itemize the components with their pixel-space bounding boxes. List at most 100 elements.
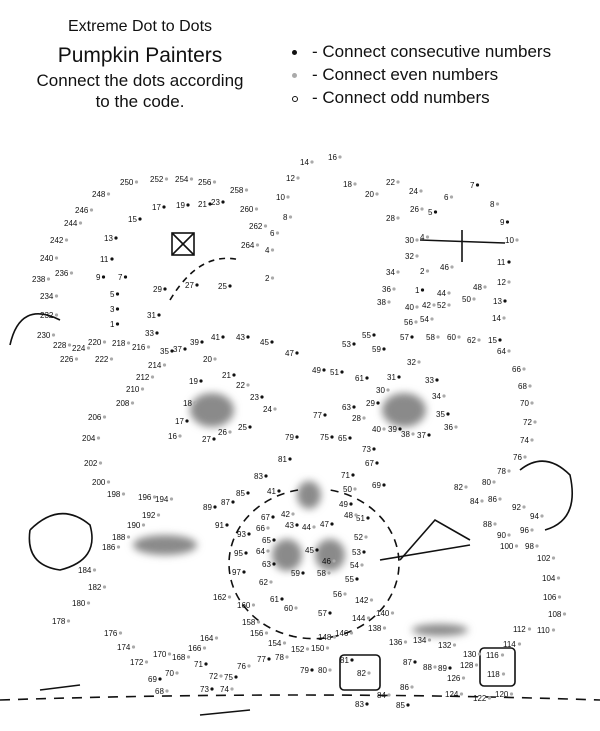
dot-21: 21 bbox=[198, 200, 212, 209]
dot-number: 79 bbox=[285, 433, 294, 442]
dot-number: 5 bbox=[428, 208, 433, 217]
dot-1: 1 bbox=[415, 286, 425, 295]
dot-242: 242 bbox=[50, 236, 69, 245]
dot-number: 8 bbox=[490, 200, 495, 209]
dot-number: 202 bbox=[84, 459, 98, 468]
dot-number: 68 bbox=[155, 687, 164, 696]
dot-marker bbox=[322, 368, 326, 372]
shaded-pumpkin-right bbox=[382, 393, 426, 427]
dot-marker bbox=[410, 335, 414, 339]
dot-number: 234 bbox=[40, 292, 54, 301]
dot-69: 69 bbox=[148, 675, 162, 684]
dot-15: 15 bbox=[488, 336, 502, 345]
dot-54: 54 bbox=[420, 315, 434, 324]
dot-marker bbox=[272, 538, 276, 542]
dot-marker bbox=[247, 664, 251, 668]
dot-116: 116 bbox=[486, 651, 505, 660]
dot-number: 34 bbox=[432, 392, 441, 401]
dot-64: 64 bbox=[256, 547, 270, 556]
dot-marker bbox=[315, 548, 319, 552]
dot-marker bbox=[156, 513, 161, 517]
dot-118: 118 bbox=[487, 670, 506, 679]
dot-marker bbox=[285, 655, 289, 659]
dot-53: 53 bbox=[352, 548, 366, 557]
dot-83: 83 bbox=[355, 700, 369, 709]
dot-50: 50 bbox=[343, 485, 357, 494]
dot-67: 67 bbox=[365, 459, 379, 468]
dot-marker bbox=[415, 254, 419, 258]
dot-number: 164 bbox=[200, 634, 214, 643]
dot-marker bbox=[204, 662, 208, 666]
dot-162: 162 bbox=[213, 593, 232, 602]
dot-number: 148 bbox=[318, 633, 332, 642]
dot-66: 66 bbox=[256, 524, 270, 533]
dot-marker bbox=[507, 280, 511, 284]
dot-65: 65 bbox=[262, 536, 276, 545]
dot-marker bbox=[435, 378, 439, 382]
dot-60: 60 bbox=[284, 604, 298, 613]
dot-marker bbox=[92, 568, 97, 572]
dot-number: 9 bbox=[500, 218, 505, 227]
dot-marker bbox=[503, 299, 507, 303]
dot-72: 72 bbox=[209, 672, 223, 681]
dot-number: 57 bbox=[400, 333, 409, 342]
dot-marker bbox=[419, 189, 423, 193]
dot-174: 174 bbox=[117, 643, 136, 652]
shaded-puddle bbox=[412, 624, 468, 636]
dot-number: 59 bbox=[372, 345, 381, 354]
dot-170: 170 bbox=[153, 650, 172, 659]
dot-1: 1 bbox=[110, 320, 120, 329]
dot-marker bbox=[130, 401, 135, 405]
dot-marker bbox=[459, 692, 464, 696]
dot-number: 144 bbox=[352, 614, 366, 623]
dot-132: 132 bbox=[438, 641, 457, 650]
dot-number: 190 bbox=[127, 521, 141, 530]
shaded-eye-left bbox=[272, 539, 302, 571]
dot-114: 114 bbox=[503, 640, 522, 649]
dot-number: 83 bbox=[355, 700, 364, 709]
dot-46: 46 bbox=[322, 557, 336, 566]
dot-marker bbox=[66, 619, 71, 623]
dot-182: 182 bbox=[88, 583, 107, 592]
dot-number: 170 bbox=[153, 650, 167, 659]
witch-hat bbox=[399, 518, 471, 561]
dot-130: 130 bbox=[463, 650, 482, 659]
dot-marker bbox=[507, 469, 511, 473]
dot-23: 23 bbox=[211, 198, 225, 207]
dot-94: 94 bbox=[530, 512, 544, 521]
dot-marker bbox=[454, 425, 458, 429]
dot-number: 90 bbox=[497, 531, 506, 540]
dot-marker bbox=[353, 487, 357, 491]
dot-number: 57 bbox=[318, 609, 327, 618]
dot-number: 65 bbox=[262, 536, 271, 545]
dot-212: 212 bbox=[136, 373, 155, 382]
dot-260: 260 bbox=[240, 205, 259, 214]
dot-marker bbox=[522, 505, 526, 509]
dot-number: 86 bbox=[488, 495, 497, 504]
dot-22: 22 bbox=[386, 178, 400, 187]
dot-marker bbox=[493, 522, 497, 526]
dot-marker bbox=[221, 335, 225, 339]
dot-marker bbox=[272, 562, 276, 566]
dot-248: 248 bbox=[92, 190, 111, 199]
barn-window-cross bbox=[171, 232, 195, 256]
dot-39: 39 bbox=[190, 338, 204, 347]
dot-marker bbox=[46, 277, 51, 281]
dot-number: 82 bbox=[454, 483, 463, 492]
dot-number: 11 bbox=[100, 255, 109, 264]
dot-marker bbox=[312, 525, 316, 529]
dot-186: 186 bbox=[102, 543, 121, 552]
dot-number: 52 bbox=[437, 301, 446, 310]
dot-marker bbox=[169, 497, 174, 501]
dot-250: 250 bbox=[120, 178, 139, 187]
dot-37: 37 bbox=[417, 431, 431, 440]
dot-38: 38 bbox=[401, 430, 415, 439]
dot-51: 51 bbox=[356, 514, 370, 523]
dot-number: 242 bbox=[50, 236, 64, 245]
dot-marker bbox=[477, 338, 481, 342]
dot-number: 48 bbox=[344, 511, 353, 520]
dot-106: 106 bbox=[543, 593, 562, 602]
dot-marker bbox=[501, 672, 506, 676]
dot-number: 70 bbox=[165, 669, 174, 678]
dot-marker bbox=[214, 636, 219, 640]
